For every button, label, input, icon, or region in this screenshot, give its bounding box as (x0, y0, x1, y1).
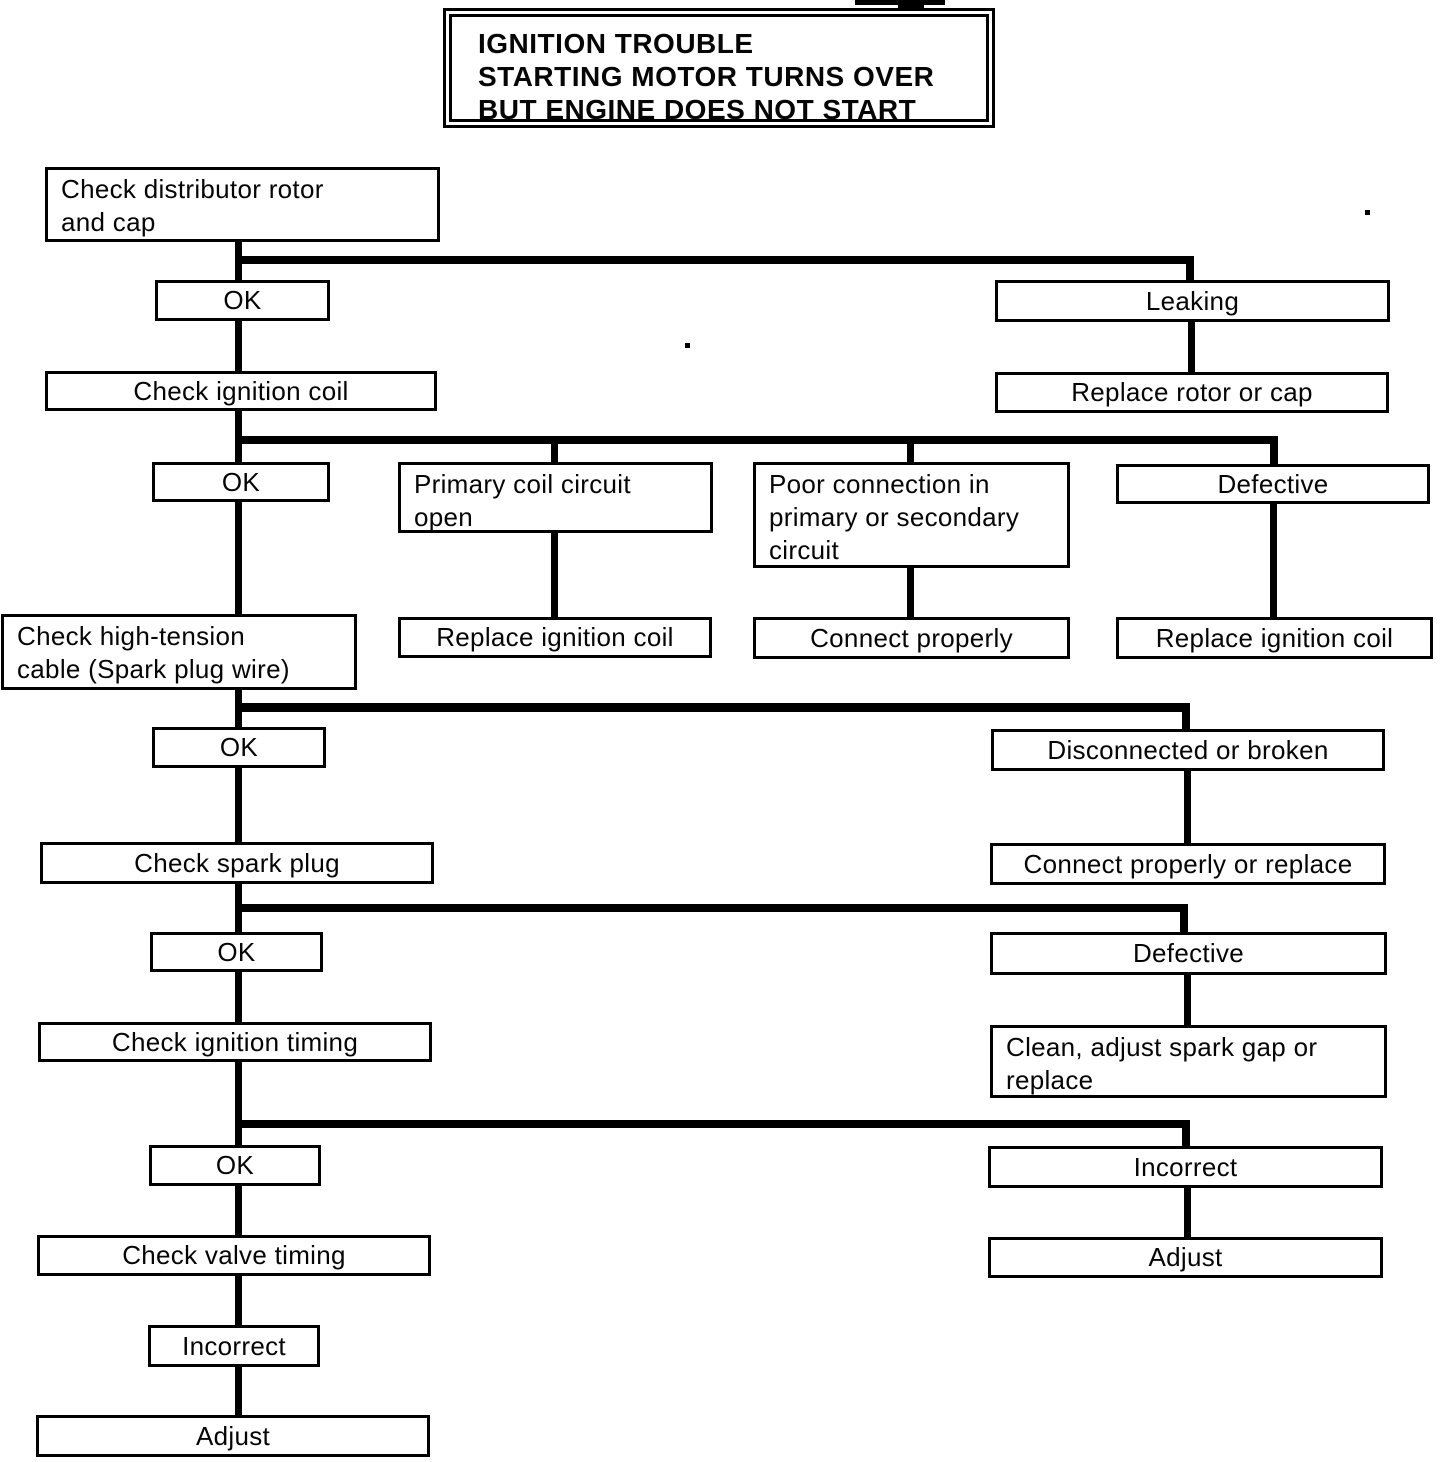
stem-ok3-to-check-spark-plug (235, 768, 242, 842)
ok-2-label: OK (221, 466, 261, 497)
branch4-drop-defective (1180, 912, 1188, 932)
incorrect-ignition-timing-label: Incorrect (1133, 1151, 1238, 1182)
ok-3: OK (152, 727, 326, 768)
check-ignition-timing-label: Check ignition timing (111, 1026, 359, 1057)
scan-smudge-top-2 (898, 5, 924, 8)
replace-ignition-coil-1-label: Replace ignition coil (436, 622, 674, 652)
stem-defective-to-replace-coil (1270, 504, 1277, 617)
stem-incorrect-to-adjust-right (1184, 1188, 1191, 1237)
replace-rotor-or-cap-label: Replace rotor or cap (1071, 377, 1313, 407)
branch1-horizontal (235, 256, 1194, 264)
defective-coil: Defective (1116, 464, 1430, 504)
stem-ok4-to-ignition-timing (235, 972, 242, 1022)
stem-valve-timing-to-incorrect (235, 1276, 242, 1325)
replace-ignition-coil-1: Replace ignition coil (398, 617, 712, 658)
check-high-tension-cable-label: cable (Spark plug wire) (17, 654, 290, 684)
stem-ok5-to-valve-timing (235, 1186, 242, 1235)
title-inner-border: IGNITION TROUBLE STARTING MOTOR TURNS OV… (449, 14, 989, 125)
stem-defective2-to-clean-adjust (1184, 975, 1191, 1025)
poor-connection-primary-secondary-label: circuit (769, 535, 839, 565)
page-title-line-2: STARTING MOTOR TURNS OVER (478, 61, 935, 92)
adjust-ignition-timing-label: Adjust (1148, 1242, 1223, 1272)
branch2-drop-poor-connection (907, 444, 914, 462)
check-distributor-rotor-and-cap-label: and cap (61, 207, 156, 237)
adjust-valve-timing: Adjust (36, 1415, 430, 1457)
scan-speck-middle (685, 343, 690, 348)
replace-ignition-coil-2: Replace ignition coil (1116, 617, 1433, 659)
page-title-line-1: IGNITION TROUBLE (478, 28, 754, 59)
check-high-tension-cable-label: Check high-tension (17, 621, 245, 651)
scan-smudge-top-1 (855, 0, 945, 5)
check-valve-timing-label: Check valve timing (122, 1240, 346, 1270)
clean-adjust-spark-gap-or-replace-label: replace (1006, 1065, 1094, 1095)
branch3-horizontal (235, 703, 1190, 712)
branch2-drop-defective (1270, 444, 1278, 464)
branch4-horizontal (235, 904, 1188, 912)
incorrect-valve-timing: Incorrect (148, 1325, 320, 1367)
ok-2: OK (152, 462, 330, 502)
leaking: Leaking (995, 280, 1390, 322)
stem-incorrect-to-adjust-left (235, 1367, 242, 1415)
branch2-horizontal (235, 436, 1278, 444)
ok-4: OK (150, 932, 323, 972)
incorrect-ignition-timing: Incorrect (988, 1146, 1383, 1188)
branch5-horizontal (235, 1120, 1190, 1128)
branch3-drop-disconnected (1182, 712, 1190, 729)
defective-spark-plug-label: Defective (1132, 938, 1245, 968)
stem-disconnected-to-connect-replace (1184, 771, 1191, 843)
disconnected-or-broken-label: Disconnected or broken (1047, 734, 1329, 765)
adjust-ignition-timing: Adjust (988, 1237, 1383, 1278)
stem-ok2-to-high-tension (235, 502, 242, 614)
ok-5-label: OK (215, 1150, 255, 1180)
scan-speck-right (1365, 210, 1370, 215)
check-ignition-coil-label: Check ignition coil (133, 375, 349, 406)
ok-3-label: OK (219, 732, 259, 762)
primary-coil-circuit-open-label: open (414, 502, 474, 532)
connect-properly: Connect properly (753, 617, 1070, 659)
stem-ignition-timing-to-ok5 (235, 1062, 242, 1145)
check-ignition-coil: Check ignition coil (45, 371, 437, 411)
branch5-drop-incorrect (1182, 1128, 1190, 1146)
check-spark-plug-label: Check spark plug (134, 847, 340, 878)
page-title-line-3: BUT ENGINE DOES NOT START (478, 94, 917, 125)
connect-properly-or-replace-label: Connect properly or replace (1023, 848, 1353, 879)
primary-coil-circuit-open-label: Primary coil circuit (414, 469, 631, 499)
ok-1-label: OK (223, 285, 262, 315)
branch1-drop-leaking (1186, 264, 1194, 280)
leaking-label: Leaking (1145, 285, 1240, 316)
title-box: IGNITION TROUBLE STARTING MOTOR TURNS OV… (443, 8, 995, 128)
stem-poor-connection-to-connect (907, 568, 914, 617)
stem-primary-open-to-replace-coil (551, 533, 558, 617)
ok-4-label: OK (217, 936, 256, 967)
stem-ok1-to-check-ignition-coil (235, 321, 242, 371)
check-valve-timing: Check valve timing (37, 1235, 431, 1276)
incorrect-valve-timing-label: Incorrect (182, 1330, 286, 1361)
adjust-valve-timing-label: Adjust (195, 1420, 271, 1451)
connect-properly-label: Connect properly (810, 622, 1013, 653)
check-distributor-rotor-and-cap-label: Check distributor rotor (61, 174, 324, 204)
check-ignition-timing: Check ignition timing (38, 1022, 432, 1062)
branch2-drop-primary-open (551, 444, 558, 462)
disconnected-or-broken: Disconnected or broken (991, 729, 1385, 771)
poor-connection-primary-secondary-label: Poor connection in (769, 469, 990, 499)
check-spark-plug: Check spark plug (40, 842, 434, 884)
replace-rotor-or-cap: Replace rotor or cap (995, 372, 1389, 413)
replace-ignition-coil-2-label: Replace ignition coil (1155, 622, 1394, 653)
ok-1: OK (155, 280, 330, 321)
defective-spark-plug: Defective (990, 932, 1387, 975)
stem-leaking-to-replace-rotor (1188, 322, 1195, 372)
ok-5: OK (149, 1145, 321, 1186)
connect-properly-or-replace: Connect properly or replace (990, 843, 1386, 885)
poor-connection-primary-secondary-label: primary or secondary (769, 502, 1020, 532)
defective-coil-label: Defective (1217, 468, 1329, 499)
clean-adjust-spark-gap-or-replace-label: Clean, adjust spark gap or (1006, 1032, 1318, 1062)
